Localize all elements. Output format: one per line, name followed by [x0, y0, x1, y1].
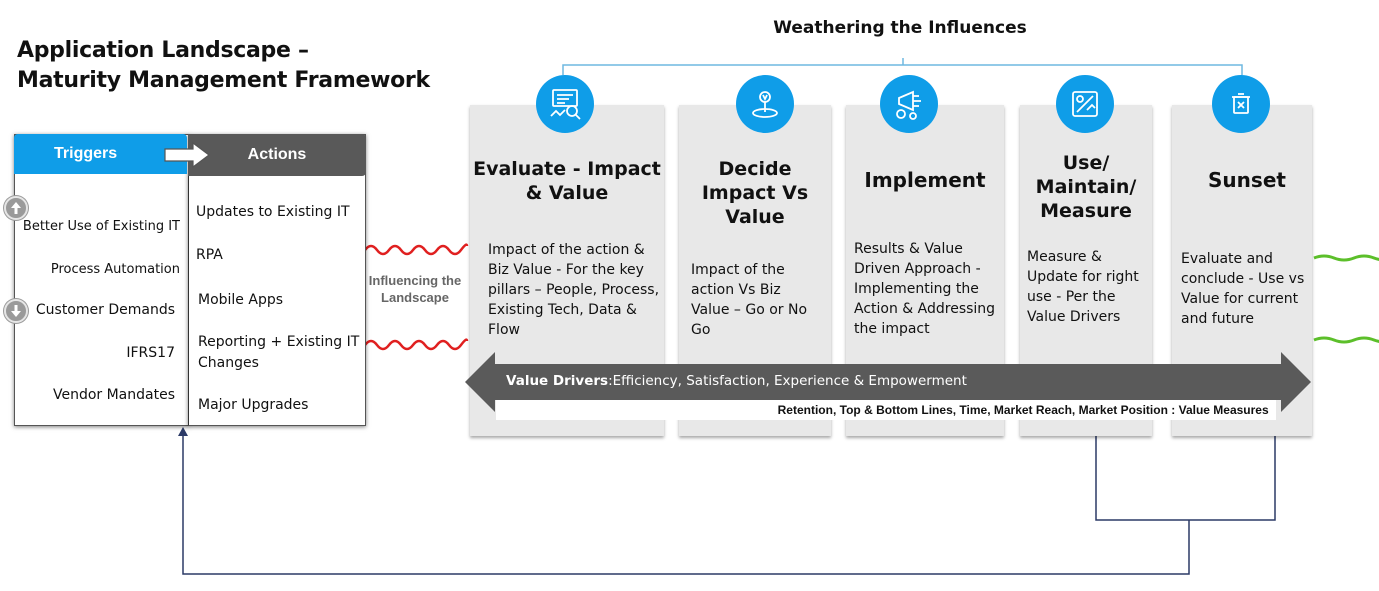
stage-title: Evaluate - Impact & Value: [473, 158, 661, 204]
sunset-icon: [1212, 75, 1270, 133]
influencing-label: Influencing the Landscape: [368, 273, 462, 305]
actions-panel: [188, 134, 366, 426]
actions-header: Actions: [188, 134, 366, 176]
stage-body: Measure & Update for right use - Per the…: [1027, 249, 1139, 325]
page-title: Application Landscape – Maturity Managem…: [17, 36, 457, 96]
evaluate-icon: [536, 75, 594, 133]
action-item: Reporting + Existing IT Changes: [198, 334, 360, 371]
stage-title: Sunset: [1208, 168, 1286, 192]
page-title-line2: Maturity Management Framework: [17, 68, 430, 93]
value-measures-label: : Value Measures: [1171, 403, 1269, 417]
trigger-item: Customer Demands: [35, 302, 175, 318]
value-drivers-text: Value Drivers:Efficiency, Satisfaction, …: [506, 373, 967, 389]
green-wave-2: [1313, 336, 1379, 344]
page-title-line1: Application Landscape –: [17, 38, 309, 63]
value-drivers-label: Value Drivers: [506, 373, 609, 389]
implement-icon: [880, 75, 938, 133]
right-arrow-icon: [164, 141, 210, 169]
triggers-header: Triggers: [14, 134, 187, 174]
action-item: Mobile Apps: [198, 292, 284, 308]
feedback-line-inner: [1095, 436, 1276, 521]
action-item: Updates to Existing IT: [196, 204, 350, 220]
action-item: RPA: [196, 247, 223, 263]
stage-body: Evaluate and conclude - Use vs Value for…: [1181, 251, 1305, 327]
top-title: Weathering the Influences: [773, 18, 1027, 38]
trigger-item: Vendor Mandates: [52, 387, 175, 403]
triggers-panel: [14, 134, 189, 426]
value-drivers-arrow: [465, 352, 1311, 412]
value-measures-strip: Retention, Top & Bottom Lines, Time, Mar…: [496, 400, 1276, 420]
stage-body: Impact of the action Vs Biz Value – Go o…: [691, 262, 808, 338]
stage-body: Results & Value Driven Approach - Implem…: [854, 241, 996, 337]
trigger-item: Better Use of Existing IT: [22, 219, 180, 234]
trigger-item: Process Automation: [50, 262, 180, 277]
stage-body: Impact of the action & Biz Value - For t…: [488, 242, 660, 338]
red-wave-1: [364, 243, 469, 256]
feedback-line-outer: [182, 432, 1190, 575]
arrow-up-icon: [4, 196, 28, 220]
value-measures-list: Retention, Top & Bottom Lines, Time, Mar…: [777, 403, 1168, 417]
top-bracket: [562, 64, 1243, 75]
value-drivers-list: :Efficiency, Satisfaction, Experience & …: [608, 373, 967, 389]
maintain-icon: [1056, 75, 1114, 133]
action-item: Major Upgrades: [198, 397, 309, 413]
green-wave-1: [1313, 254, 1379, 262]
decide-icon: [736, 75, 794, 133]
arrow-down-icon: [4, 299, 28, 323]
trigger-item: IFRS17: [126, 345, 175, 361]
feedback-arrowhead: [178, 427, 188, 436]
stage-title: Implement: [864, 168, 986, 192]
red-wave-2: [364, 338, 469, 351]
stage-title: Use/ Maintain/ Measure: [1035, 152, 1137, 222]
stage-title: Decide Impact Vs Value: [701, 158, 809, 228]
